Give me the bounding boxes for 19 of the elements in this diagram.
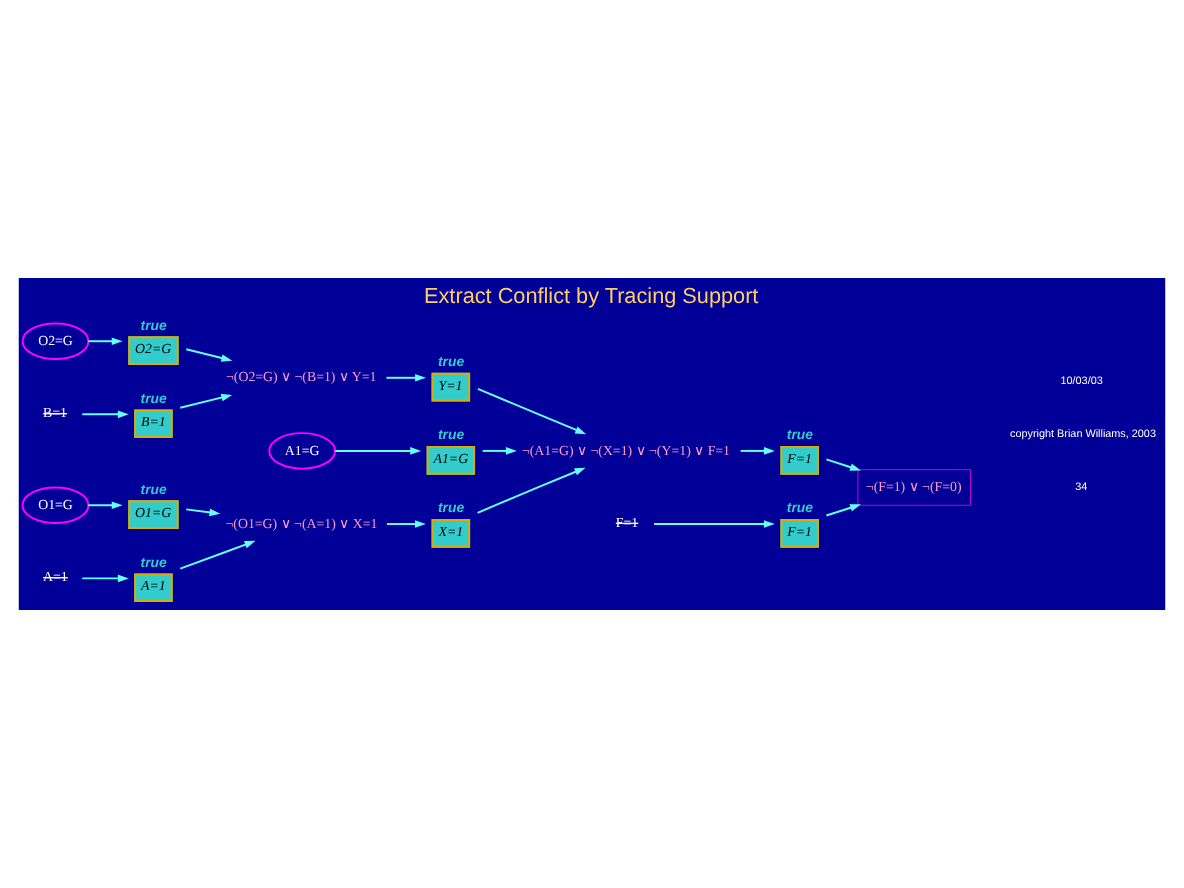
arrow <box>481 447 517 455</box>
arrow <box>185 508 221 517</box>
arrow <box>825 504 861 517</box>
arrow <box>385 374 426 382</box>
arrow <box>81 410 129 419</box>
arrow <box>476 467 586 514</box>
arrow <box>179 540 256 570</box>
arrow <box>185 348 233 362</box>
arrow <box>87 501 123 510</box>
arrow <box>739 447 775 455</box>
arrow <box>179 393 233 409</box>
arrow <box>87 337 123 346</box>
arrow <box>825 458 861 471</box>
diagram-title: Extract Conflict by Tracing Support <box>424 285 759 310</box>
arrow <box>385 520 426 528</box>
arrow <box>81 574 129 583</box>
arrow <box>476 387 587 435</box>
arrow <box>653 520 775 528</box>
arrow <box>334 447 422 455</box>
